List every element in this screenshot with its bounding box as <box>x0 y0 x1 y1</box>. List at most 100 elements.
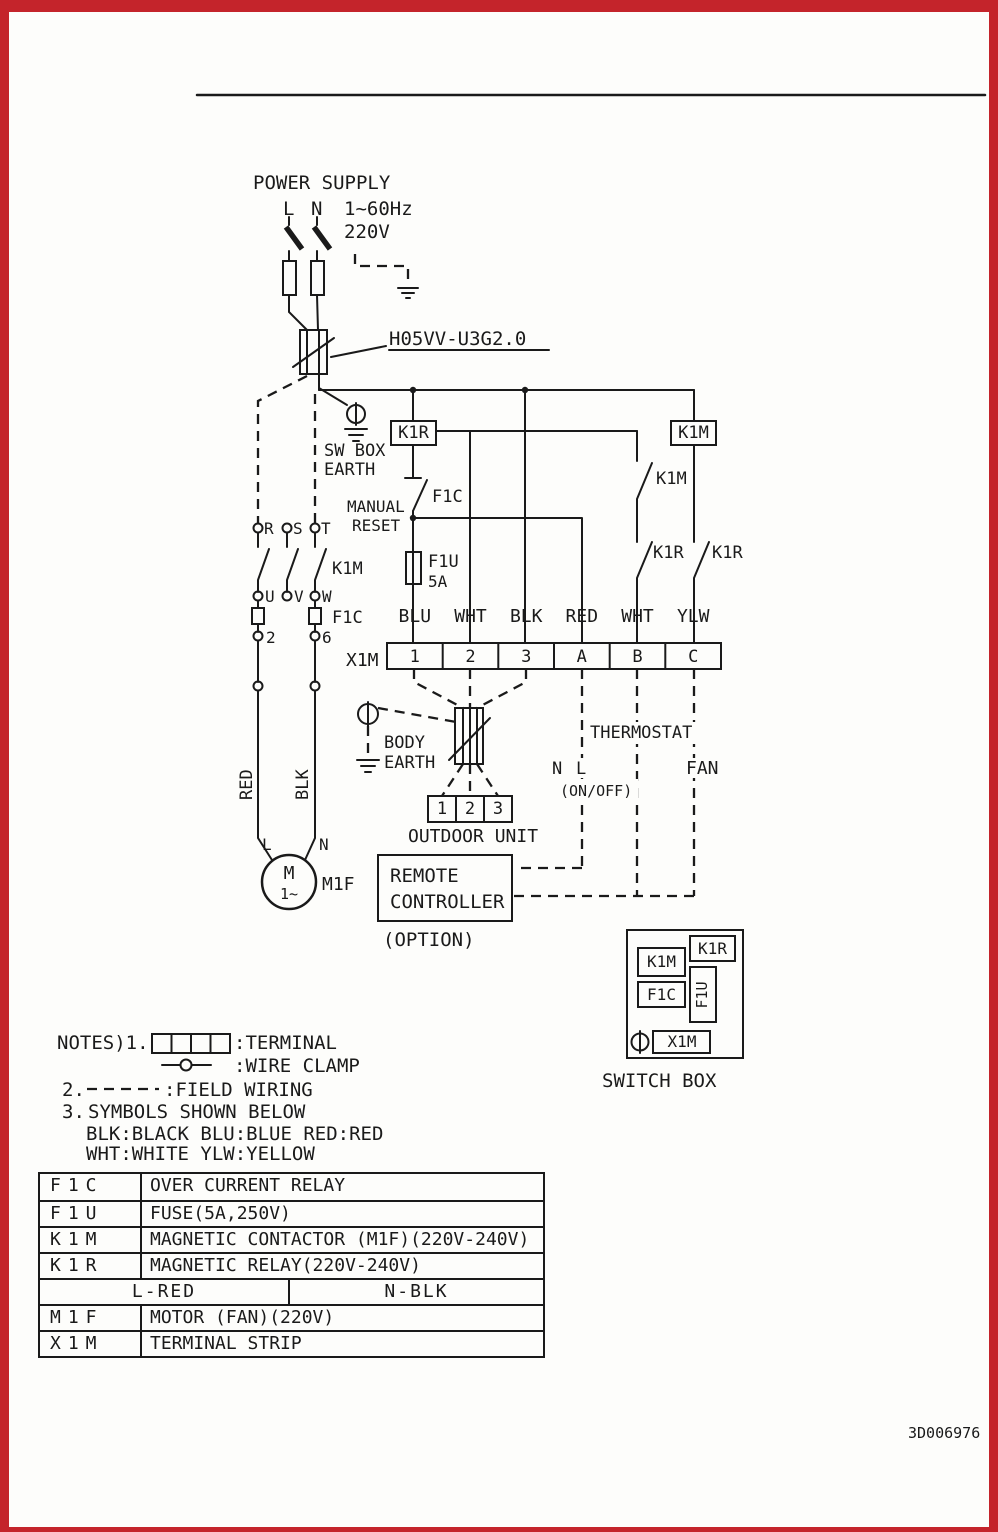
outdoor-terminal-2: 2 <box>465 799 475 819</box>
legend-desc: FUSE(5A,250V) <box>150 1203 291 1224</box>
legend-table: F1C OVER CURRENT RELAY F1U FUSE(5A,250V)… <box>38 1172 545 1358</box>
power-voltage: 220V <box>344 221 390 243</box>
layout-x1m-label: X1M <box>668 1032 697 1051</box>
legend-code: K1M <box>40 1228 142 1252</box>
switch-box-label: SWITCH BOX <box>602 1070 717 1092</box>
notes-prefix-1: NOTES)1. <box>57 1032 149 1054</box>
fan-motor-symbol <box>260 853 318 911</box>
body-earth-symbol <box>356 701 380 773</box>
f1u-rating-label: 5A <box>428 572 448 591</box>
legend-l-red: L-RED <box>40 1280 290 1304</box>
layout-k1r-box <box>689 935 736 962</box>
legend-desc: MAGNETIC CONTACTOR (M1F)(220V-240V) <box>150 1229 530 1250</box>
k1r-contact-left-symbol <box>636 541 653 644</box>
notes-colors-line-1: BLK:BLACK BLU:BLUE RED:RED <box>86 1123 383 1145</box>
terminal-t-label: T <box>321 519 331 538</box>
motor-m-label: M <box>284 863 295 884</box>
k1r-contact-left-label: K1R <box>653 543 684 563</box>
layout-k1m-box <box>637 947 686 977</box>
manual-reset-label-2: RESET <box>352 516 401 535</box>
terminal-3: 3 <box>521 647 531 667</box>
wire-color-5: WHT <box>621 606 654 627</box>
layout-k1r-label: K1R <box>698 939 727 958</box>
disconnect-switch-l <box>283 225 305 251</box>
legend-row-f1u: F1U FUSE(5A,250V) <box>40 1200 543 1226</box>
manual-reset-contact <box>404 477 428 512</box>
wire-blk-label: BLK <box>293 769 313 800</box>
wire-color-4: RED <box>566 606 599 627</box>
outdoor-terminal-3: 3 <box>493 799 503 819</box>
m1f-label: M1F <box>322 874 355 895</box>
legend-row-k1m: K1M MAGNETIC CONTACTOR (M1F)(220V-240V) <box>40 1226 543 1252</box>
thermostat-l: L <box>576 759 586 779</box>
remote-option-label: (OPTION) <box>383 929 475 951</box>
cable-type-label: H05VV-U3G2.0 <box>389 328 526 350</box>
disconnect-switch-n <box>311 225 333 251</box>
legend-code: F1C <box>40 1174 142 1200</box>
notes-symbols <box>87 1033 231 1091</box>
remote-label-2: CONTROLLER <box>390 891 505 913</box>
legend-row-f1c: F1C OVER CURRENT RELAY <box>40 1174 543 1200</box>
legend-row-m1f: M1F MOTOR (FAN)(220V) <box>40 1304 543 1330</box>
control-circuit-wiring <box>318 386 722 670</box>
notes-symbols-text: SYMBOLS SHOWN BELOW <box>88 1101 306 1123</box>
body-earth-label-2: EARTH <box>384 753 435 773</box>
wire-color-3: BLK <box>510 606 543 627</box>
switch-box-outline <box>626 929 744 1059</box>
legend-desc: TERMINAL STRIP <box>150 1333 302 1354</box>
switch-box-layout <box>626 929 744 1059</box>
legend-desc: MOTOR (FAN)(220V) <box>150 1307 335 1328</box>
power-n-label: N <box>311 198 322 220</box>
notes-field-text: :FIELD WIRING <box>164 1079 313 1101</box>
wire-color-6: YLW <box>677 606 710 627</box>
thermostat-fan: FAN <box>686 758 719 779</box>
cable-wrap <box>299 329 328 375</box>
document-number: 3D006976 <box>908 1424 980 1442</box>
outdoor-terminal-strip <box>427 795 513 823</box>
wire-color-1: BLU <box>399 606 432 627</box>
page-edge-top <box>0 0 998 12</box>
outdoor-unit-wiring <box>356 701 513 823</box>
power-earth-bars <box>397 287 419 299</box>
f1u-fuse-box <box>405 551 422 585</box>
terminal-1: 1 <box>410 647 420 667</box>
sw-box-earth-label-1: SW BOX <box>324 441 386 461</box>
page-edge-left <box>0 0 9 1532</box>
notes-clamp-text: :WIRE CLAMP <box>234 1055 360 1077</box>
outdoor-terminal-1: 1 <box>437 799 447 819</box>
layout-f1u-box <box>689 966 717 1023</box>
notes-colors-line-2: WHT:WHITE YLW:YELLOW <box>86 1143 315 1165</box>
layout-f1c-label: F1C <box>647 985 676 1004</box>
manual-reset-label-1: MANUAL <box>347 497 405 516</box>
f1c-contact-label: F1C <box>432 487 463 507</box>
legend-n-blk: N-BLK <box>384 1281 449 1302</box>
legend-code: X1M <box>40 1332 142 1356</box>
terminal-w-label: W <box>322 587 332 606</box>
outdoor-unit-label: OUTDOOR UNIT <box>408 826 538 847</box>
k1m-contact-label: K1M <box>656 469 687 489</box>
power-supply-title: POWER SUPPLY <box>253 172 391 194</box>
f1u-fuse-label: F1U <box>428 552 459 572</box>
sw-box-earth-symbol <box>344 402 368 442</box>
sw-box-earth-label-2: EARTH <box>324 460 375 480</box>
f1c-element-left <box>251 607 265 625</box>
thermostat-n: N <box>552 759 562 779</box>
legend-desc: OVER CURRENT RELAY <box>150 1175 346 1196</box>
notes-prefix-3: 3. <box>62 1101 85 1123</box>
notes-terminal-text: :TERMINAL <box>234 1032 337 1054</box>
power-frequency: 1~60Hz <box>344 198 413 220</box>
k1r-contact-right-label: K1R <box>712 543 743 563</box>
fuse-box-l <box>282 260 297 296</box>
terminal-s-label: S <box>293 519 303 538</box>
terminal-r-label: R <box>264 519 274 538</box>
layout-x1m-box <box>652 1030 711 1054</box>
field-wiring <box>256 254 696 898</box>
k1r-contact-right-symbol <box>693 541 710 644</box>
legend-row-x1m: X1M TERMINAL STRIP <box>40 1330 543 1356</box>
thermostat-label: THERMOSTAT <box>590 723 692 743</box>
x1m-terminal-strip <box>386 642 722 670</box>
thermostat-onoff: (ON/OFF) <box>560 782 632 800</box>
legend-row-k1r: K1R MAGNETIC RELAY(220V-240V) <box>40 1252 543 1278</box>
legend-desc: MAGNETIC RELAY(220V-240V) <box>150 1255 421 1276</box>
layout-earth-symbol <box>630 1030 650 1054</box>
